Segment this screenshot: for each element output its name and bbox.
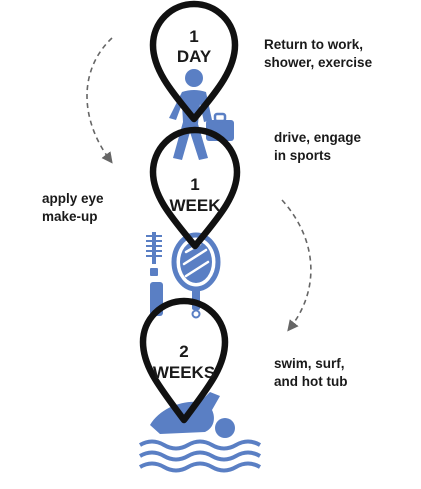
pin-number: 1 xyxy=(189,27,198,46)
pin-outline xyxy=(149,126,241,250)
caption-2-weeks: swim, surf, and hot tub xyxy=(274,356,348,389)
hand-mirror xyxy=(171,232,221,319)
caption-drive-sports: drive, engage in sports xyxy=(274,130,362,163)
pin-unit: WEEK xyxy=(170,196,222,215)
pin-unit: DAY xyxy=(177,47,212,66)
pin-number: 2 xyxy=(179,342,188,361)
mascara-mirror-icon xyxy=(146,232,221,319)
pin-unit: WEEKS xyxy=(153,363,215,382)
stage-2-weeks: 2 WEEKS xyxy=(138,297,262,473)
swimmer-waves-icon xyxy=(138,392,262,473)
arrow-day-to-week xyxy=(86,37,113,164)
arrow-week-to-weeks xyxy=(281,199,312,332)
pin-number: 1 xyxy=(190,175,199,194)
pin-outline xyxy=(139,297,229,424)
mascara-brush xyxy=(146,232,162,276)
pin-outline xyxy=(149,0,239,123)
stage-1-week: 1 WEEK xyxy=(146,126,241,319)
caption-1-day: Return to work, shower, exercise xyxy=(264,37,373,70)
caption-1-week: apply eye make-up xyxy=(42,191,104,224)
